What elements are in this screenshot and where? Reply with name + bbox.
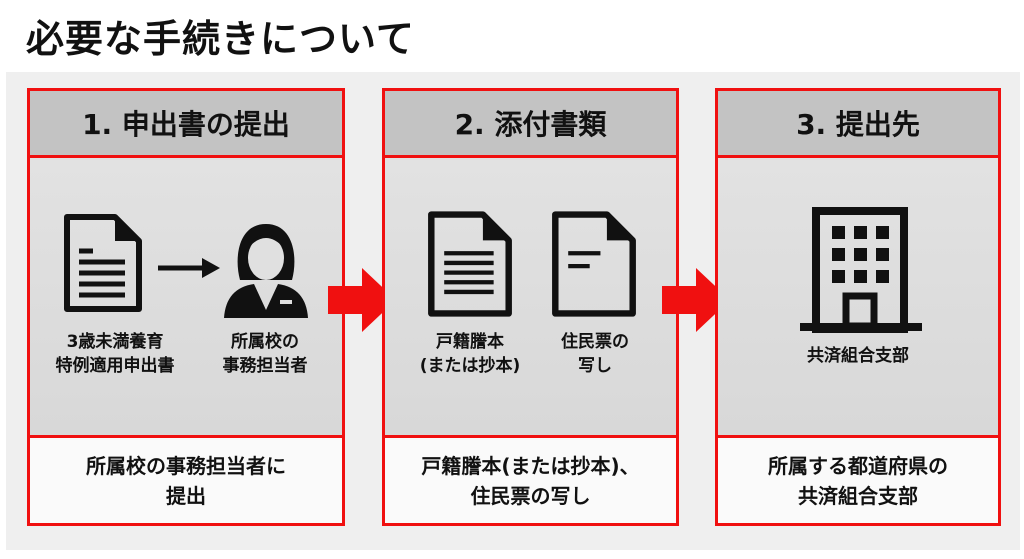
resident-record-label: 住民票の写し [561,332,629,376]
step-1-footer: 所属校の事務担当者に提出 [30,435,342,523]
application-form-label: 3歳未満養育特例適用申出書 [55,332,175,376]
page-title: 必要な手続きについて [26,17,415,61]
mutual-aid-branch-label: 共済組合支部 [807,346,909,366]
step-1-card: 1. 申出書の提出 3歳未満養育特例適用申出書 所属校の事務担当者 所属校の事務… [27,88,345,526]
building-icon [800,207,922,333]
step-1-body: 3歳未満養育特例適用申出書 所属校の事務担当者 [30,158,342,435]
step-3-card: 3. 提出先 共済組合支部 所属する都道府県の共済組合支部 [715,88,1001,526]
step-2-footer: 戸籍謄本(または抄本)、住民票の写し [385,435,676,523]
family-register-label: 戸籍謄本(または抄本) [419,332,521,376]
step-3-body: 共済組合支部 [718,158,998,435]
document-icon [64,214,142,312]
step-2-header: 2. 添付書類 [385,91,676,158]
step-3-header: 3. 提出先 [718,91,998,158]
flow-arrow-1-icon [328,268,396,332]
resident-record-document-icon [552,211,636,317]
flow-arrow-2-icon [662,268,730,332]
step-2-card: 2. 添付書類 戸籍謄本(または抄本) 住民票の写し 戸籍謄本(または抄本)、住… [382,88,679,526]
arrow-right-icon [158,258,220,278]
step-3-footer: 所属する都道府県の共済組合支部 [718,435,998,523]
staff-person-icon [224,224,308,318]
step-2-body: 戸籍謄本(または抄本) 住民票の写し [385,158,676,435]
staff-label: 所属校の事務担当者 [222,332,308,376]
step-1-header: 1. 申出書の提出 [30,91,342,158]
family-register-document-icon [428,211,512,317]
